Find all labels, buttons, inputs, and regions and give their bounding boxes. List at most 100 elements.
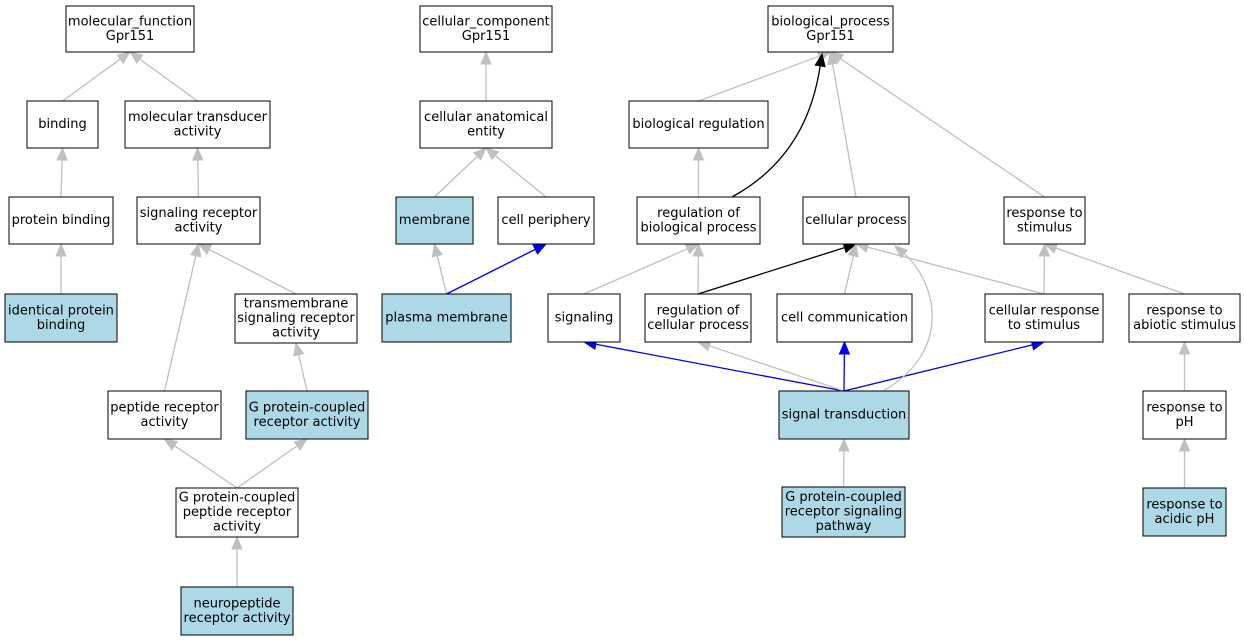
node-label: cellular_component	[422, 14, 550, 29]
node-label: pathway	[816, 519, 872, 534]
node-label: receptor activity	[254, 415, 361, 430]
edge-peptide_receptor-to-sig_receptor	[163, 242, 202, 392]
edge-gpcr_peptide-to-peptide_receptor	[163, 438, 238, 489]
node-box	[180, 586, 294, 636]
edge-response_stimulus-to-bp_root	[829, 51, 1045, 198]
node-label: receptor signaling	[785, 505, 903, 520]
node-signaling[interactable]: signaling	[547, 293, 621, 343]
node-label: molecular_function	[68, 14, 192, 29]
edge-signal_trans-to-cellular_process	[882, 245, 933, 392]
edge-gpcr_peptide-to-gpcr_activity	[236, 438, 309, 489]
node-membrane[interactable]: membrane	[395, 196, 474, 245]
node-label: signaling receptor	[237, 311, 355, 326]
node-label: activity	[213, 520, 261, 535]
node-label: neuropeptide	[194, 596, 281, 611]
edge-binding-to-mf_root	[62, 51, 132, 102]
node-box	[124, 100, 271, 149]
edge-mol_transducer-to-mf_root	[128, 51, 198, 102]
node-box	[781, 486, 906, 538]
node-label: cellular anatomical	[424, 110, 548, 125]
edge-protein_binding-to-binding	[56, 146, 68, 198]
edge-cell_periphery-to-cell_anat	[484, 147, 547, 198]
node-cell_periphery[interactable]: cell periphery	[497, 196, 595, 245]
edge-tm_sig_receptor-to-sig_receptor	[197, 243, 297, 295]
node-label: receptor activity	[184, 611, 291, 626]
node-box	[1128, 293, 1241, 343]
edge-signal_trans-to-cell_resp_stim	[843, 339, 1046, 392]
node-label: G protein-coupled	[785, 490, 902, 505]
node-box	[245, 390, 369, 440]
node-protein_binding[interactable]: protein binding	[8, 196, 114, 245]
edge-reg_bio_process-to-bio_regulation	[692, 146, 705, 197]
node-box	[767, 5, 894, 53]
node-label: to stimulus	[1008, 318, 1080, 333]
edge-gpcr_activity-to-tm_sig_receptor	[293, 341, 308, 392]
node-cellular_process[interactable]: cellular process	[802, 196, 910, 245]
node-label: response to	[1146, 497, 1222, 512]
node-box	[419, 5, 553, 53]
edge-resp_acidic_ph-to-resp_ph	[1178, 437, 1191, 488]
node-label: membrane	[399, 213, 470, 228]
edge-gpcr_pathway-to-signal_trans	[838, 437, 850, 488]
node-label: activity	[272, 326, 320, 341]
node-box	[136, 196, 261, 245]
node-box	[234, 293, 358, 344]
node-box	[65, 5, 195, 53]
node-bio_regulation[interactable]: biological regulation	[628, 100, 769, 149]
node-signal_trans[interactable]: signal transduction	[778, 390, 910, 440]
node-label: entity	[467, 124, 505, 139]
node-label: regulation of	[657, 206, 740, 221]
node-label: response to	[1146, 303, 1222, 318]
node-box	[26, 100, 99, 149]
node-label: protein binding	[12, 213, 111, 228]
node-box	[547, 293, 621, 343]
node-label: abiotic stimulus	[1133, 318, 1236, 333]
node-label: regulation of	[657, 303, 740, 318]
node-cell_comm[interactable]: cell communication	[776, 293, 913, 343]
node-box	[395, 196, 474, 245]
node-plasma_membrane[interactable]: plasma membrane	[381, 293, 512, 343]
node-label: binding	[38, 117, 86, 132]
node-box	[1142, 487, 1227, 537]
edge-cell_resp_stim-to-cellular_process	[854, 241, 1045, 295]
node-label: peptide receptor	[183, 505, 292, 520]
edge-reg_cell_process-to-cellular_process	[697, 242, 858, 295]
node-binding[interactable]: binding	[26, 100, 99, 149]
edge-neuropeptide-to-gpcr_peptide	[231, 535, 243, 587]
edge-cell_anat-to-cc_root	[480, 50, 492, 101]
edge-reg_bio_process-to-bp_root	[731, 52, 826, 198]
edge-bio_regulation-to-bp_root	[698, 50, 832, 102]
node-label: G protein-coupled	[179, 491, 296, 506]
edge-plasma_membrane-to-cell_periphery	[446, 243, 548, 295]
node-label: stimulus	[1017, 220, 1072, 235]
edge-cellular_process-to-bp_root	[827, 50, 857, 198]
node-label: response to	[1146, 400, 1222, 415]
node-box	[381, 293, 512, 343]
node-box	[628, 100, 769, 149]
edge-signal_trans-to-cell_comm	[838, 340, 851, 392]
node-label: acidic pH	[1155, 512, 1215, 527]
node-label: cellular process	[805, 213, 907, 228]
